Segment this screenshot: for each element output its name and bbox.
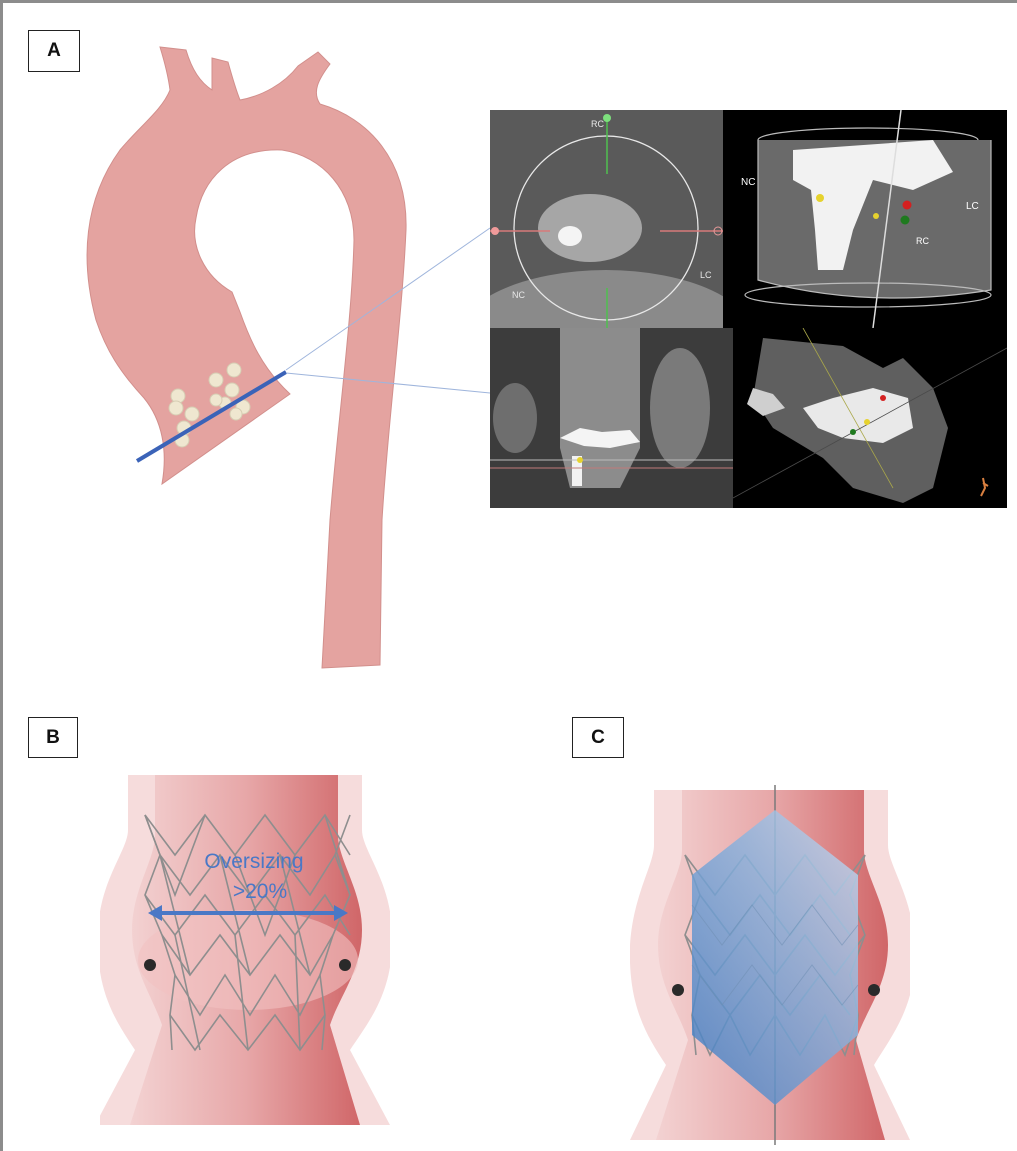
ct-volume-view: NC LC RC: [723, 110, 1007, 328]
panel-b-illustration: Oversizing >20%: [100, 770, 390, 1145]
svg-text:RC: RC: [591, 119, 604, 129]
svg-text:NC: NC: [512, 290, 525, 300]
coronary-ostium-left-b: [144, 959, 156, 971]
coronary-ostium-right-c: [868, 984, 880, 996]
ct-axial-view: RC LC NC: [490, 110, 723, 328]
coronary-ostium-left-c: [672, 984, 684, 996]
coronary-ostium-right-b: [339, 959, 351, 971]
svg-text:LC: LC: [966, 201, 979, 212]
oversizing-label-line2: >20%: [233, 880, 287, 903]
svg-text:RC: RC: [916, 236, 929, 246]
svg-text:NC: NC: [741, 177, 755, 188]
oversizing-label-line1: Oversizing: [204, 850, 303, 873]
svg-text:LC: LC: [700, 270, 712, 280]
ct-3d-reconstruction: [733, 328, 1007, 508]
aorta-shape: [87, 47, 406, 668]
panel-c-label: C: [572, 717, 624, 758]
panel-c-illustration: [630, 785, 910, 1145]
ct-coronal-view: [490, 328, 733, 508]
panel-b-label: B: [28, 717, 78, 758]
